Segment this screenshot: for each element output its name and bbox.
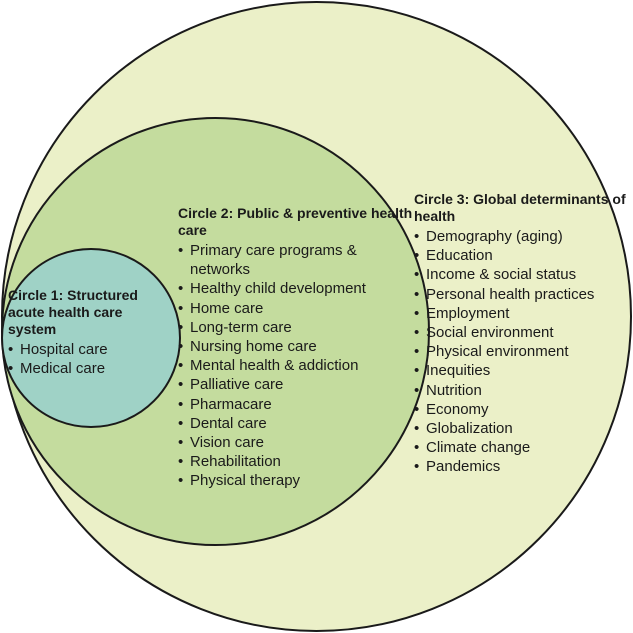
circle-3-title: Circle 3: Global determinants of health <box>414 191 626 224</box>
list-item: Dental care <box>178 414 414 433</box>
circle-1-acute-care <box>1 248 181 428</box>
circle-1-title: Circle 1: Structured acute health care s… <box>8 287 138 337</box>
list-item: Globalization <box>414 419 630 438</box>
list-item: Employment <box>414 304 630 323</box>
list-item: Medical care <box>8 359 180 378</box>
list-item: Nursing home care <box>178 337 414 356</box>
circle-1-list: Hospital careMedical care <box>8 340 180 379</box>
list-item: Personal health practices <box>414 285 630 304</box>
list-item: Demography (aging) <box>414 227 630 246</box>
list-item: Long-term care <box>178 318 414 337</box>
list-item: Education <box>414 246 630 265</box>
circle-2-list: Primary care programs & networksHealthy … <box>178 241 414 491</box>
list-item: Inequities <box>414 361 630 380</box>
list-item: Pandemics <box>414 457 630 476</box>
list-item: Home care <box>178 299 414 318</box>
list-item: Healthy child development <box>178 279 414 298</box>
list-item: Hospital care <box>8 340 180 359</box>
list-item: Income & social status <box>414 265 630 284</box>
list-item: Nutrition <box>414 381 630 400</box>
list-item: Social environment <box>414 323 630 342</box>
list-item: Pharmacare <box>178 395 414 414</box>
list-item: Physical environment <box>414 342 630 361</box>
list-item: Palliative care <box>178 375 414 394</box>
list-item: Physical therapy <box>178 471 414 490</box>
list-item: Rehabilitation <box>178 452 414 471</box>
circle-3-list: Demography (aging)EducationIncome & soci… <box>414 227 630 477</box>
circle-3-text-block: Circle 3: Global determinants of health … <box>414 191 630 477</box>
list-item: Vision care <box>178 433 414 452</box>
circle-2-text-block: Circle 2: Public & preventive health car… <box>178 205 414 491</box>
circle-1-text-block: Circle 1: Structured acute health care s… <box>8 287 180 379</box>
list-item: Primary care programs & networks <box>178 241 414 279</box>
list-item: Mental health & addiction <box>178 356 414 375</box>
circle-2-title: Circle 2: Public & preventive health car… <box>178 205 413 238</box>
list-item: Economy <box>414 400 630 419</box>
list-item: Climate change <box>414 438 630 457</box>
